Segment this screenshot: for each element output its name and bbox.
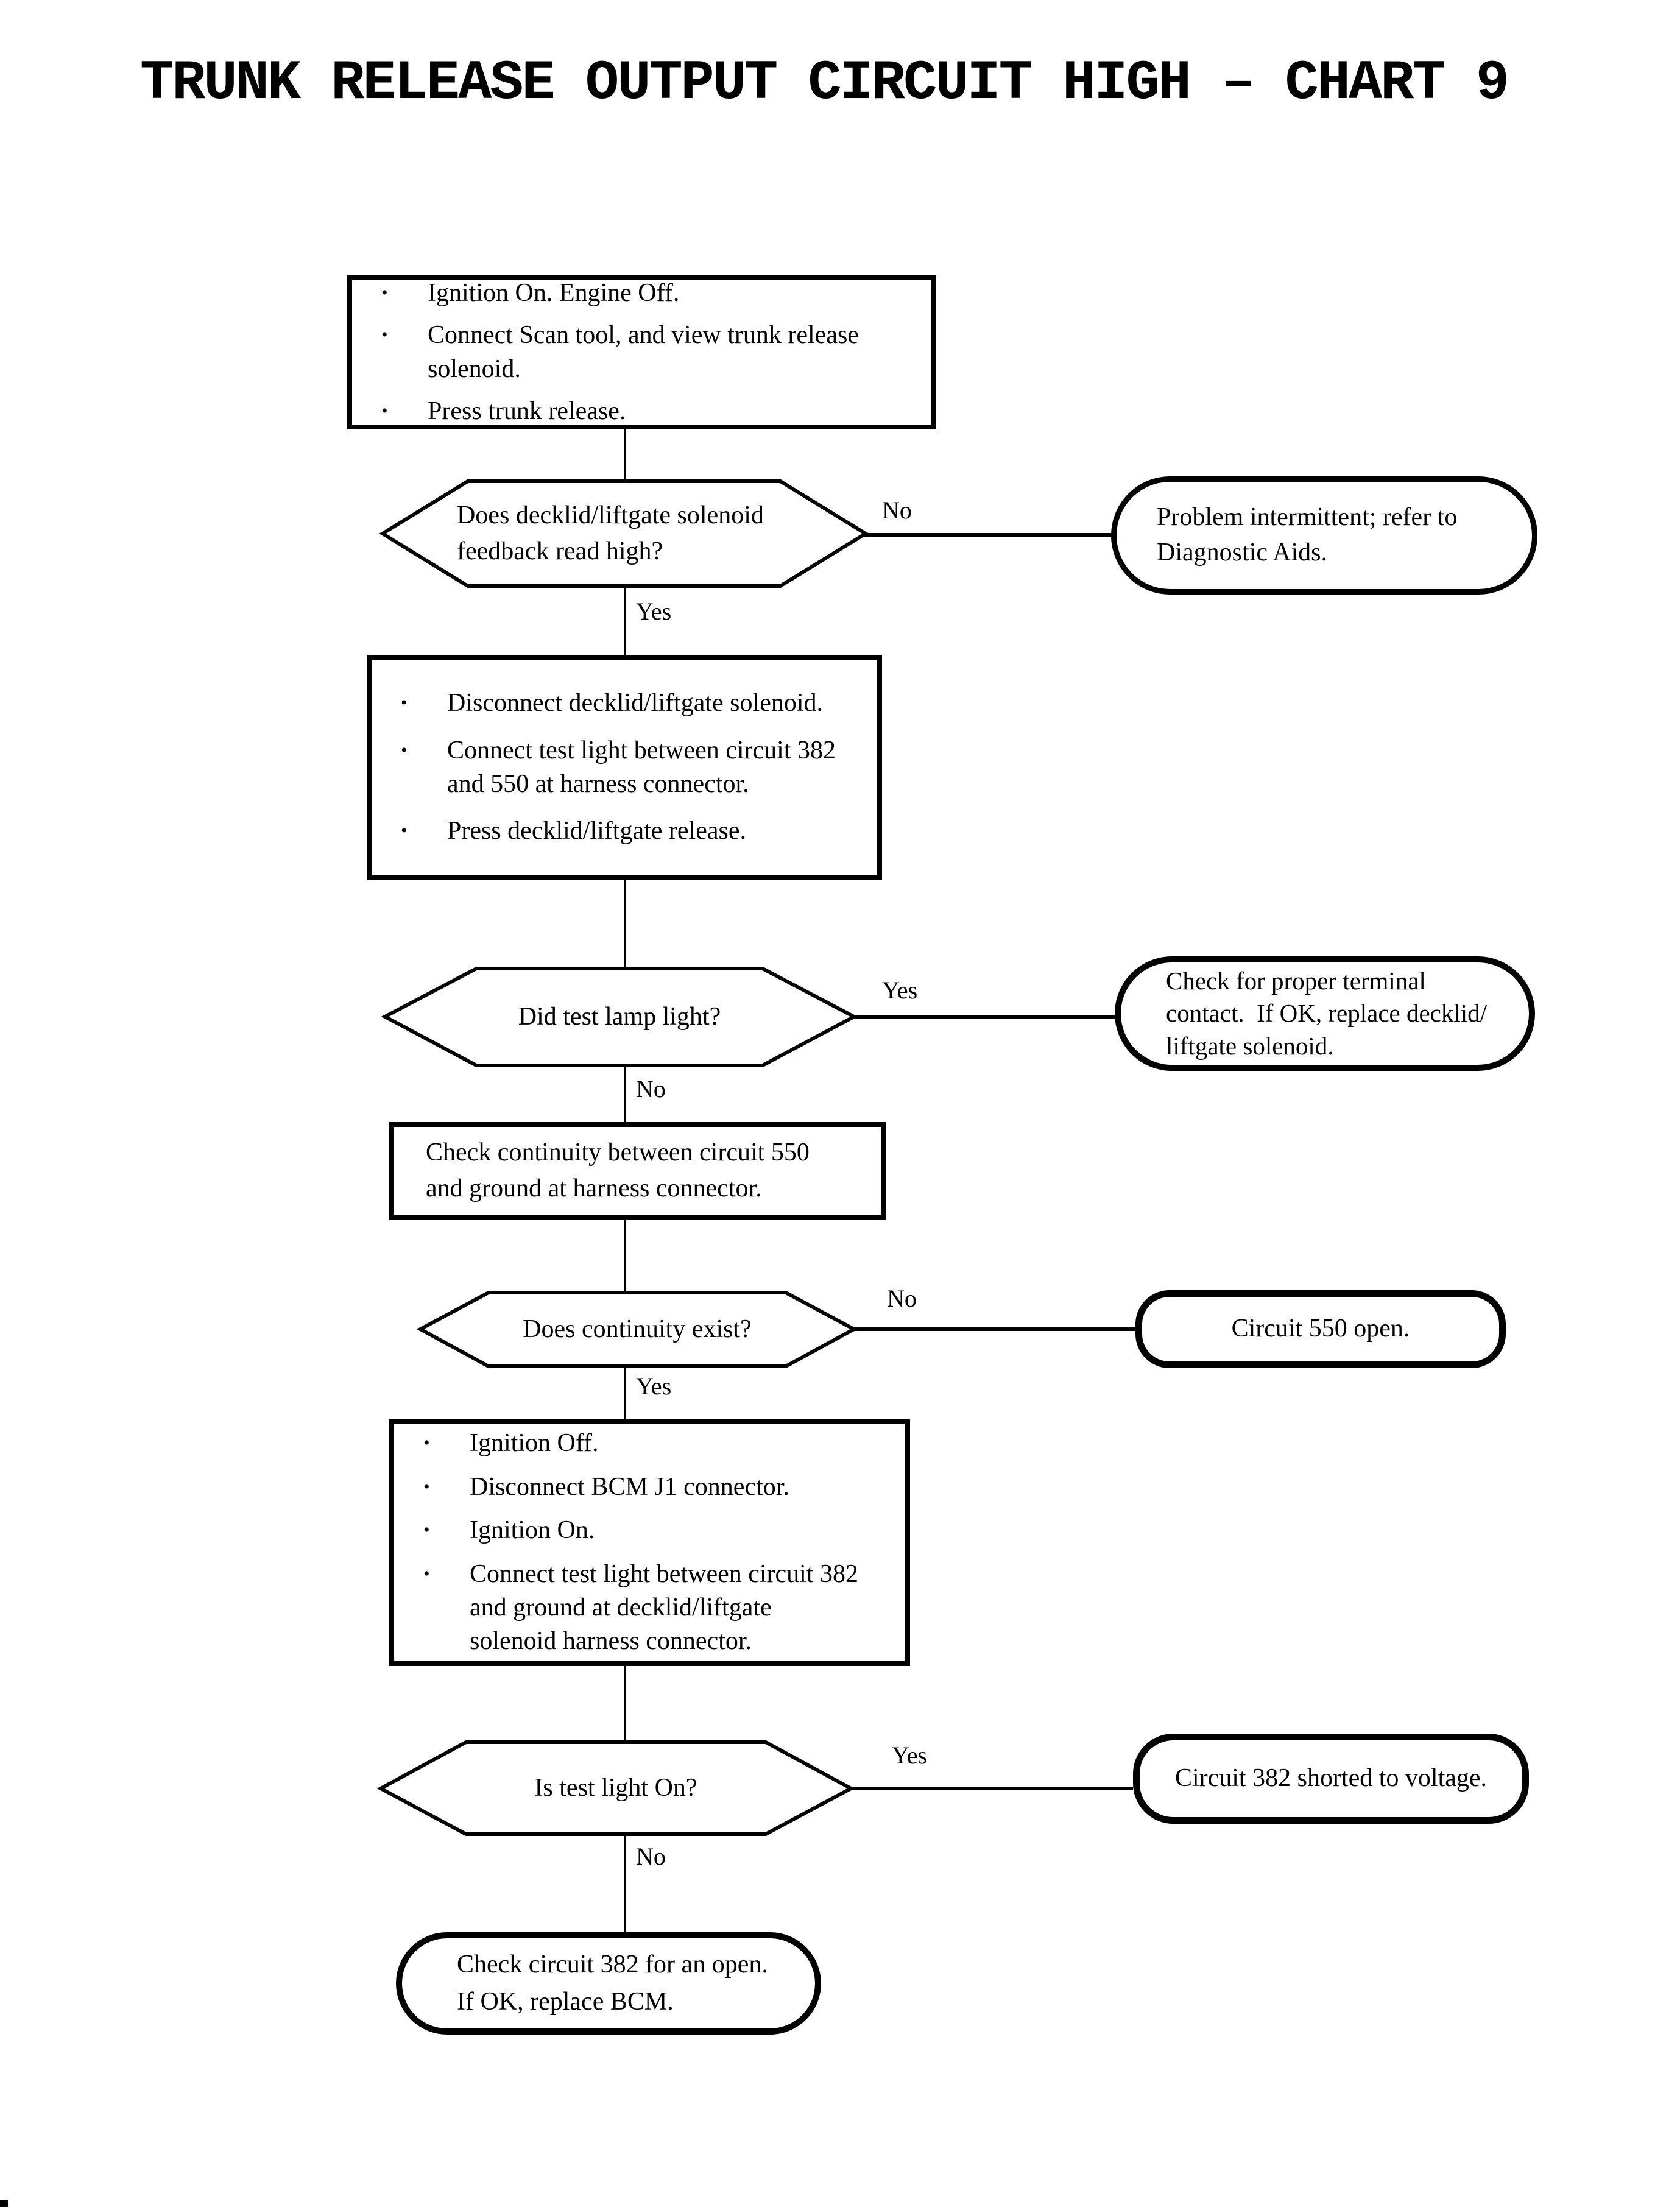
terminal-problem-intermittent: Problem intermittent; refer to Diagnosti… (1111, 476, 1537, 595)
page-title: TRUNK RELEASE OUTPUT CIRCUIT HIGH – CHAR… (140, 51, 1509, 115)
process-connect-test-light-box: • Disconnect decklid/liftgate solenoid. … (367, 655, 882, 880)
step-text: Disconnect BCM J1 connector. (470, 1472, 789, 1501)
decision-test-lamp-shape (381, 967, 858, 1067)
terminal-text: Check for proper terminal contact. If OK… (1166, 967, 1488, 1060)
edge-label-yes-2: Yes (882, 976, 918, 1004)
decision-continuity-question: Does continuity exist? (523, 1315, 752, 1344)
terminal-circuit-382-shorted: Circuit 382 shorted to voltage. (1133, 1734, 1529, 1824)
step-text: Ignition Off. (470, 1429, 599, 1458)
terminal-check-circuit-382: Check circuit 382 for an open. If OK, re… (396, 1932, 821, 2035)
step-text: Check continuity between circuit 550 and… (426, 1139, 810, 1202)
bullet-item: • Connect test light between circuit 382… (401, 734, 865, 802)
step-text: Press decklid/liftgate release. (447, 817, 746, 846)
bullet-item: • Ignition On. Engine Off. (381, 277, 919, 310)
terminal-text: Circuit 382 shorted to voltage. (1174, 1764, 1488, 1793)
bullet-icon: • (381, 400, 388, 421)
terminal-check-terminal-contact: Check for proper terminal contact. If OK… (1115, 956, 1535, 1071)
bullet-item: • Ignition On. (423, 1514, 893, 1547)
decision-test-lamp-question: Did test lamp light? (518, 1003, 721, 1031)
bullet-icon: • (423, 1476, 430, 1497)
decision-solenoid-feedback-question: Does decklid/liftgate solenoid feedback … (457, 501, 764, 565)
bullet-icon: • (423, 1433, 430, 1453)
bullet-icon: • (423, 1520, 430, 1541)
bullet-icon: • (401, 821, 408, 841)
bullet-icon: • (401, 693, 408, 713)
bullet-item: • Connect test light between circuit 382… (423, 1558, 893, 1659)
terminal-text: Problem intermittent; refer to Diagnosti… (1157, 503, 1458, 567)
terminal-circuit-550-open: Circuit 550 open. (1135, 1290, 1506, 1368)
step-text: Connect test light between circuit 382 a… (447, 736, 836, 798)
edge-label-yes-1: Yes (636, 598, 672, 625)
edge-label-no-1: No (882, 496, 912, 524)
decision-solenoid-feedback-shape (379, 479, 869, 588)
bullet-icon: • (381, 282, 388, 303)
bullet-item: • Press decklid/liftgate release. (401, 814, 865, 848)
step-text: Connect Scan tool, and view trunk releas… (428, 321, 859, 383)
bullet-item: • Press trunk release. (381, 395, 919, 428)
process-bcm-test-box: • Ignition Off. • Disconnect BCM J1 conn… (389, 1419, 910, 1666)
step-text: Disconnect decklid/liftgate solenoid. (447, 689, 823, 718)
bullet-icon: • (401, 740, 408, 760)
process-check-continuity-box: Check continuity between circuit 550 and… (389, 1122, 886, 1220)
step-text: Connect test light between circuit 382 a… (470, 1559, 858, 1656)
step-text: Press trunk release. (428, 397, 626, 425)
decision-test-light-on-question: Is test light On? (534, 1774, 697, 1802)
edge-label-no-3: No (887, 1285, 917, 1312)
bullet-icon: • (423, 1563, 430, 1584)
bullet-item: • Connect Scan tool, and view trunk rele… (381, 319, 919, 386)
terminal-text: Check circuit 382 for an open. If OK, re… (457, 1951, 768, 2016)
step-text: Ignition On. Engine Off. (428, 278, 680, 307)
decision-test-light-on-shape (376, 1740, 855, 1836)
page-corner-mark (0, 2200, 8, 2207)
edge-label-yes-3: Yes (636, 1372, 672, 1400)
step-text: Ignition On. (470, 1516, 595, 1545)
edge-label-no-2: No (636, 1075, 666, 1103)
bullet-item: • Disconnect BCM J1 connector. (423, 1470, 893, 1504)
bullet-icon: • (381, 325, 388, 345)
terminal-text: Circuit 550 open. (1231, 1315, 1410, 1343)
edge-label-yes-4: Yes (892, 1742, 928, 1769)
start-instructions-box: • Ignition On. Engine Off. • Connect Sca… (347, 275, 936, 429)
bullet-item: • Disconnect decklid/liftgate solenoid. (401, 687, 865, 720)
edge-label-no-4: No (636, 1843, 666, 1870)
bullet-item: • Ignition Off. (423, 1427, 893, 1460)
decision-continuity-shape (416, 1291, 858, 1368)
